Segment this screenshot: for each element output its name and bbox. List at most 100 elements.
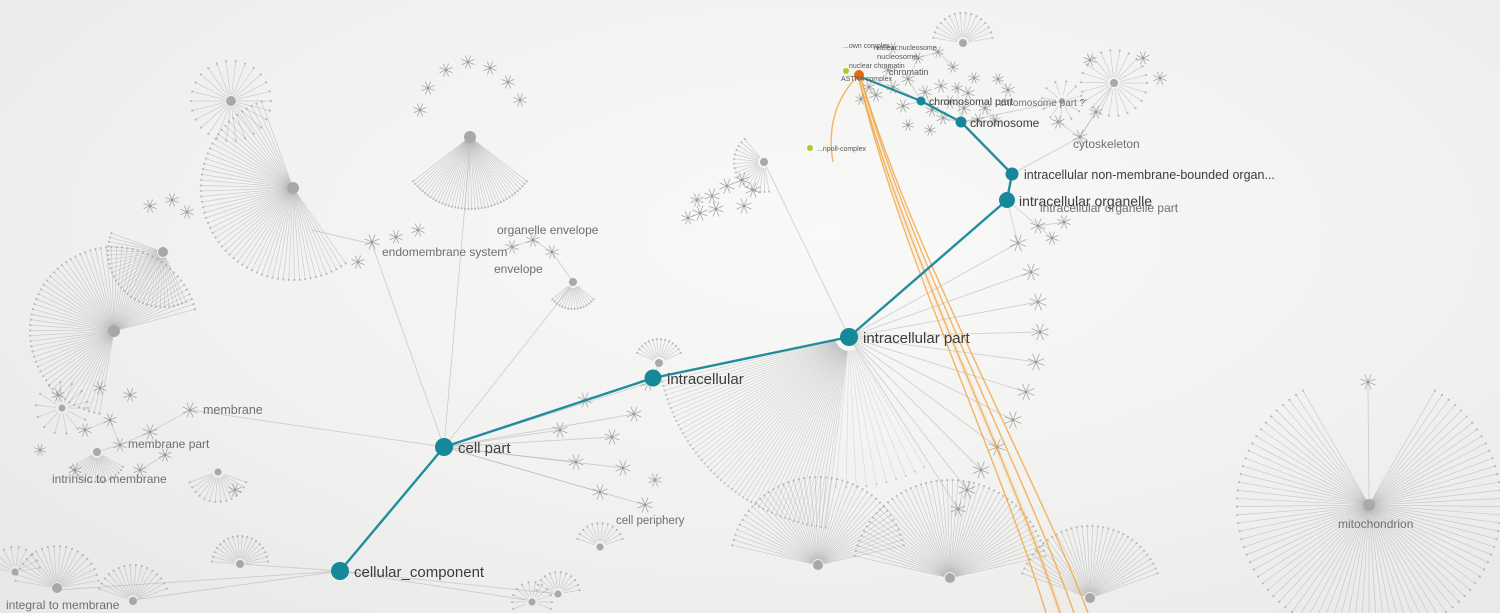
node-cellular_component[interactable] — [331, 562, 349, 580]
cluster-hub-node[interactable] — [52, 583, 62, 593]
flower-node[interactable] — [957, 101, 971, 115]
flower-node[interactable] — [364, 234, 380, 250]
cluster-hub-node[interactable] — [813, 560, 823, 570]
flower-node[interactable] — [228, 483, 242, 497]
flower-node[interactable] — [978, 101, 992, 115]
flower-node[interactable] — [351, 255, 365, 269]
flower-node[interactable] — [681, 211, 695, 225]
flower-node[interactable] — [1017, 383, 1035, 401]
flower-node[interactable] — [123, 388, 137, 402]
flower-node[interactable] — [133, 463, 147, 477]
flower-node[interactable] — [951, 82, 963, 94]
flower-node[interactable] — [182, 402, 198, 418]
cluster-hub-node[interactable] — [959, 39, 967, 47]
flower-node[interactable] — [690, 193, 704, 207]
flower-node[interactable] — [34, 444, 46, 456]
flower-node[interactable] — [615, 460, 631, 476]
node-intracellular_non_membrane[interactable] — [1005, 167, 1019, 181]
flower-node[interactable] — [1009, 234, 1027, 252]
astra-complex-node[interactable] — [843, 68, 849, 74]
pol-complex-node[interactable] — [807, 145, 813, 151]
flower-node[interactable] — [708, 201, 724, 217]
flower-node[interactable] — [113, 438, 127, 452]
flower-node[interactable] — [68, 463, 82, 477]
cluster-hub-node[interactable] — [108, 325, 120, 337]
flower-node[interactable] — [421, 81, 435, 95]
flower-node[interactable] — [1045, 231, 1059, 245]
flower-node[interactable] — [968, 72, 980, 84]
flower-node[interactable] — [648, 473, 662, 487]
flower-node[interactable] — [143, 199, 157, 213]
flower-node[interactable] — [912, 52, 924, 64]
cluster-hub-node[interactable] — [760, 158, 768, 166]
node-intracellular[interactable] — [644, 369, 662, 387]
flower-node[interactable] — [180, 205, 194, 219]
flower-node[interactable] — [745, 182, 761, 198]
flower-node[interactable] — [93, 381, 107, 395]
flower-node[interactable] — [604, 429, 620, 445]
flower-node[interactable] — [1029, 293, 1047, 311]
flower-node[interactable] — [943, 95, 957, 109]
flower-node[interactable] — [411, 223, 425, 237]
flower-node[interactable] — [483, 61, 497, 75]
node-chromosome[interactable] — [955, 116, 967, 128]
flower-node[interactable] — [1136, 51, 1150, 65]
flower-node[interactable] — [158, 448, 172, 462]
cluster-hub-node[interactable] — [287, 182, 299, 194]
flower-node[interactable] — [902, 119, 914, 131]
flower-node[interactable] — [886, 80, 900, 94]
flower-node[interactable] — [992, 73, 1004, 85]
cluster-hub-node[interactable] — [464, 131, 476, 143]
flower-node[interactable] — [947, 61, 959, 73]
flower-node[interactable] — [1083, 53, 1097, 67]
flower-node[interactable] — [1089, 105, 1103, 119]
node-cell_part[interactable] — [435, 438, 453, 456]
flower-node[interactable] — [568, 454, 584, 470]
flower-node[interactable] — [439, 63, 453, 77]
flower-node[interactable] — [961, 86, 975, 100]
flower-node[interactable] — [950, 501, 966, 517]
flower-node[interactable] — [103, 413, 117, 427]
flower-node[interactable] — [887, 42, 899, 54]
cluster-hub-node[interactable] — [1085, 593, 1095, 603]
flower-node[interactable] — [934, 79, 948, 93]
flower-node[interactable] — [1072, 129, 1088, 145]
node-chromosomal_part[interactable] — [916, 96, 926, 106]
flower-node[interactable] — [1360, 374, 1376, 390]
cluster-hub-node[interactable] — [58, 404, 66, 412]
cluster-hub-node[interactable] — [129, 597, 137, 605]
flower-node[interactable] — [1004, 411, 1022, 429]
cluster-hub-node[interactable] — [226, 96, 236, 106]
flower-node[interactable] — [513, 93, 527, 107]
cluster-hub-node[interactable] — [945, 573, 955, 583]
flower-node[interactable] — [971, 113, 985, 127]
flower-node[interactable] — [526, 233, 540, 247]
flower-node[interactable] — [461, 55, 475, 69]
flower-node[interactable] — [1051, 115, 1065, 129]
flower-node[interactable] — [719, 178, 735, 194]
flower-node[interactable] — [505, 240, 519, 254]
flower-node[interactable] — [51, 388, 65, 402]
flower-node[interactable] — [901, 72, 915, 86]
cluster-hub-node[interactable] — [596, 543, 604, 551]
flower-node[interactable] — [869, 88, 883, 102]
flower-node[interactable] — [989, 114, 1001, 126]
flower-node[interactable] — [1001, 83, 1015, 97]
flower-node[interactable] — [736, 198, 752, 214]
node-intracellular_part[interactable] — [840, 328, 858, 346]
flower-node[interactable] — [1057, 215, 1071, 229]
flower-node[interactable] — [637, 497, 653, 513]
flower-node[interactable] — [142, 424, 158, 440]
cluster-hub-node[interactable] — [528, 598, 536, 606]
flower-node[interactable] — [545, 245, 559, 259]
flower-node[interactable] — [882, 64, 894, 76]
flower-node[interactable] — [1027, 353, 1045, 371]
flower-node[interactable] — [896, 99, 910, 113]
flower-node[interactable] — [1030, 218, 1046, 234]
flower-node[interactable] — [165, 193, 179, 207]
flower-node[interactable] — [413, 103, 427, 117]
flower-node[interactable] — [78, 423, 92, 437]
cluster-hub-node[interactable] — [11, 568, 19, 576]
flower-node[interactable] — [692, 205, 708, 221]
